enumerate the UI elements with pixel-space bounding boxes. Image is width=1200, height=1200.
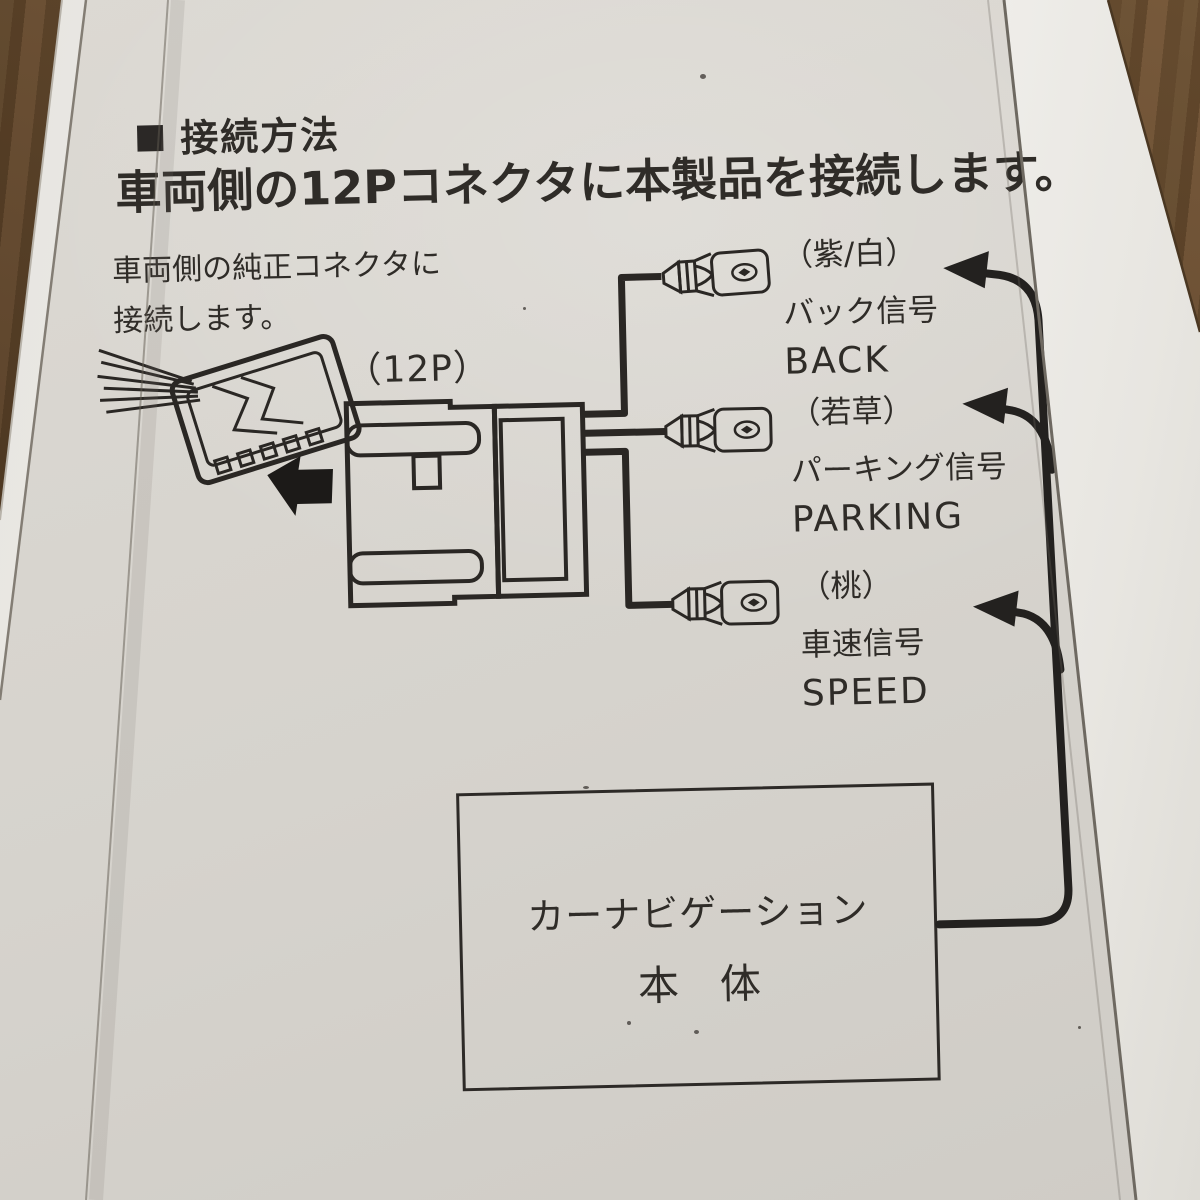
- bullet-terminal-parking: [664, 406, 773, 453]
- ink-speck: [583, 786, 589, 789]
- ink-speck: [700, 74, 706, 79]
- ink-speck: [1078, 1026, 1081, 1029]
- arrow-parking-icon: [962, 387, 1009, 424]
- arrow-back-icon: [943, 251, 989, 289]
- routing-trunk-line: [935, 268, 1073, 929]
- arrow-speed-icon: [972, 590, 1019, 627]
- connector-12p-illustration: [343, 398, 590, 609]
- bullet-terminal-speed: [671, 579, 780, 626]
- vehicle-connector-illustration: [97, 333, 362, 486]
- ink-speck: [694, 1030, 699, 1034]
- wire-back: [580, 273, 662, 418]
- insert-arrow-icon: [267, 455, 333, 516]
- wire-speed: [581, 447, 672, 609]
- ink-speck: [627, 1021, 631, 1025]
- bullet-terminal-back: [661, 248, 771, 298]
- ink-speck: [523, 307, 526, 310]
- wire-parking: [580, 428, 665, 437]
